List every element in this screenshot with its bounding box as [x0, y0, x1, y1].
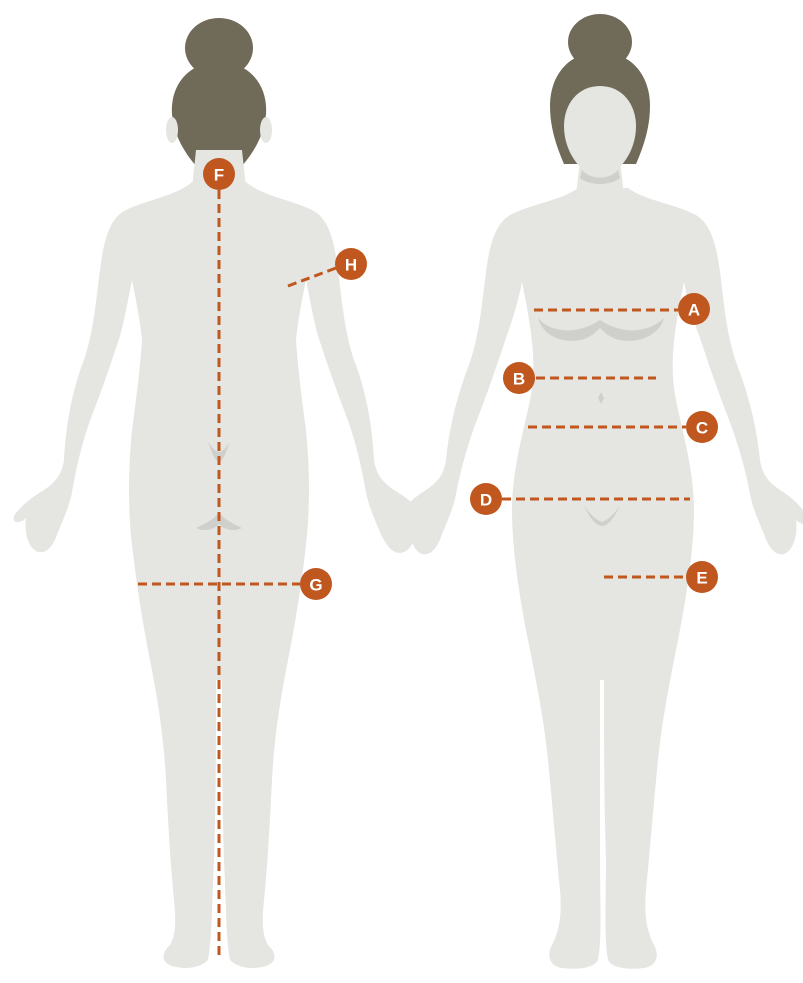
- marker-f-label: F: [214, 166, 224, 185]
- marker-d-label: D: [480, 491, 492, 510]
- marker-e-label: E: [696, 569, 707, 588]
- marker-a-label: A: [688, 301, 700, 320]
- marker-e: E: [686, 561, 718, 593]
- marker-c: C: [686, 411, 718, 443]
- marker-h-label: H: [345, 256, 357, 275]
- marker-f: F: [203, 158, 235, 190]
- marker-g-label: G: [309, 576, 322, 595]
- marker-a: A: [678, 293, 710, 325]
- marker-g: G: [300, 568, 332, 600]
- front-body: [398, 188, 803, 969]
- marker-d: D: [470, 483, 502, 515]
- left-ear: [166, 117, 178, 143]
- right-ear: [260, 117, 272, 143]
- marker-c-label: C: [696, 419, 708, 438]
- front-figure: [398, 14, 803, 969]
- marker-h: H: [335, 248, 367, 280]
- marker-b-label: B: [513, 370, 525, 389]
- marker-b: B: [503, 362, 535, 394]
